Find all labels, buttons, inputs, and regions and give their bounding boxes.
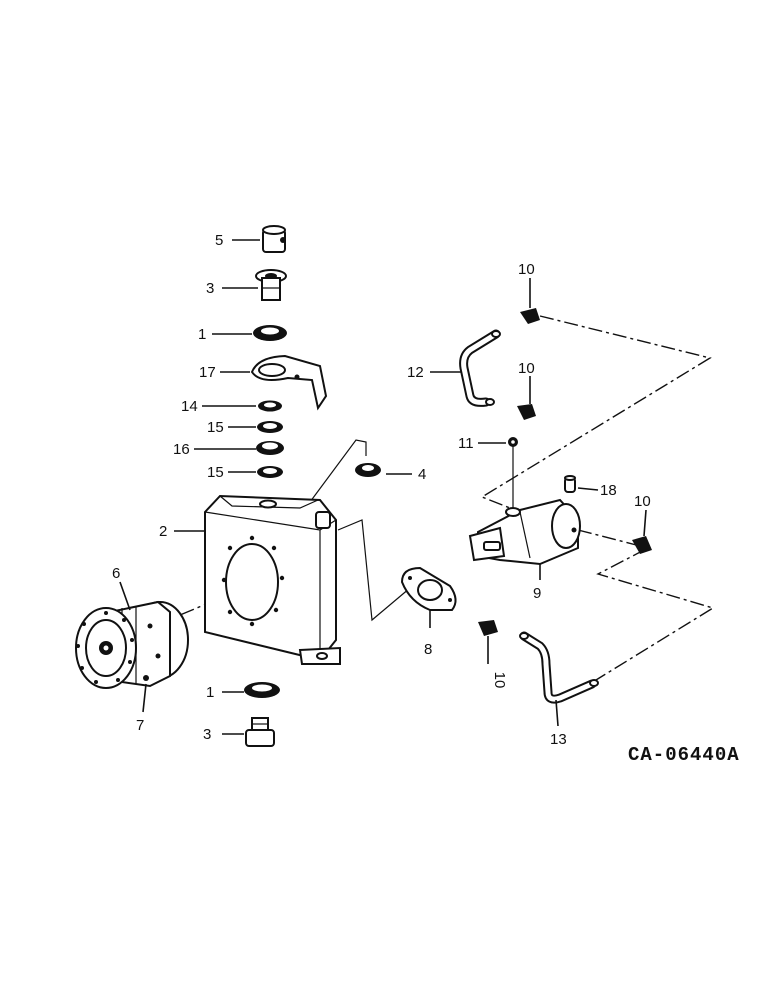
part-elbow-10-right [632, 536, 652, 554]
callout-18: 18 [600, 482, 617, 499]
part-bracket [250, 354, 328, 411]
part-elbow-10-bottom [478, 620, 498, 636]
callout-10-bottom: 10 [491, 672, 508, 689]
part-motor-assembly [75, 600, 189, 689]
part-washer-15-upper [257, 421, 283, 433]
callout-15-lower: 15 [207, 464, 224, 481]
part-washer-16 [256, 441, 284, 455]
leader-lines [119, 239, 647, 735]
callout-8: 8 [424, 641, 432, 658]
callout-6: 6 [112, 565, 120, 582]
callout-11: 11 [458, 435, 474, 452]
part-fitting-11 [508, 437, 518, 447]
part-elbow-10-mid [517, 404, 536, 420]
part-fitting-bottom [245, 717, 275, 747]
part-seal-top [253, 325, 287, 341]
callout-10-right: 10 [634, 493, 651, 510]
callout-4: 4 [418, 466, 426, 483]
callout-9: 9 [533, 585, 541, 602]
part-tube-12 [459, 329, 501, 407]
part-gasket [400, 566, 457, 611]
part-washer-15-lower [257, 466, 283, 478]
callout-14: 14 [181, 398, 198, 415]
callout-5: 5 [215, 232, 223, 249]
callout-13: 13 [550, 731, 567, 748]
part-elbow-10-top [520, 308, 540, 324]
part-seal-bottom [244, 682, 280, 698]
part-plug [355, 463, 381, 477]
callout-2: 2 [159, 523, 167, 540]
callout-3-bottom: 3 [203, 726, 211, 743]
callout-3-top: 3 [206, 280, 214, 297]
callout-1-bottom: 1 [206, 684, 214, 701]
callout-7: 7 [136, 717, 144, 734]
part-pump [468, 498, 581, 566]
callout-15-upper: 15 [207, 419, 224, 436]
part-housing [204, 494, 341, 665]
part-fitting-18 [564, 475, 576, 493]
part-tube-13 [519, 631, 599, 704]
part-breather-cap [262, 225, 286, 253]
callout-16: 16 [173, 441, 190, 458]
part-washer-14 [258, 400, 282, 412]
callout-10-mid: 10 [518, 360, 535, 377]
callout-12: 12 [407, 364, 424, 381]
drawing-code: CA-06440A [628, 744, 740, 766]
callout-1-top: 1 [198, 326, 206, 343]
part-fitting-top [255, 269, 287, 301]
callout-10-top: 10 [518, 261, 535, 278]
callout-numbers: 5 3 1 17 14 15 16 15 4 2 6 7 1 3 8 9 10 … [112, 232, 651, 748]
callout-17: 17 [199, 364, 216, 381]
